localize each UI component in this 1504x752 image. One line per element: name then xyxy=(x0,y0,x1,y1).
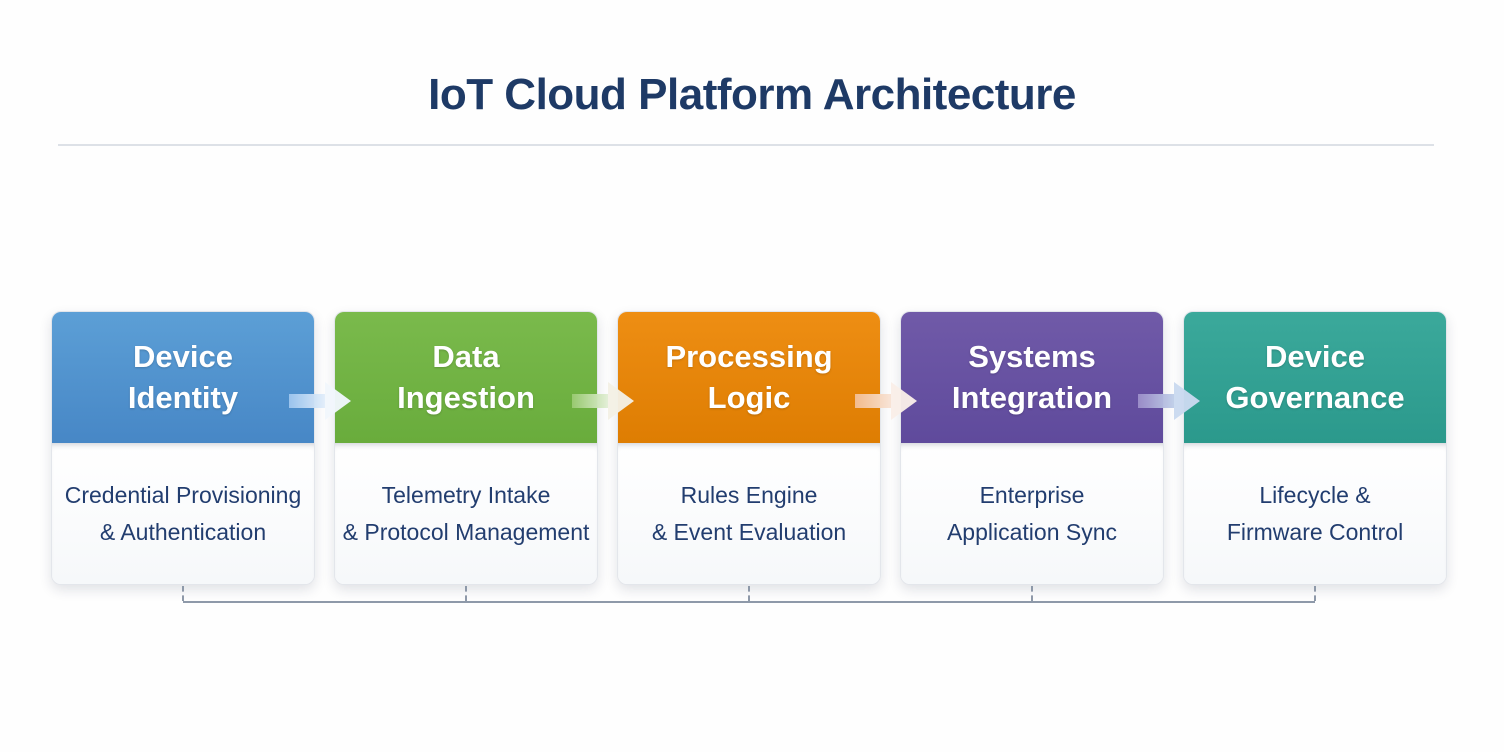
flow-arrow-icon xyxy=(572,382,634,420)
arrow-head xyxy=(1174,382,1200,420)
card-body-processing-logic: Rules Engine & Event Evaluation xyxy=(618,443,880,584)
card-device-identity: Device Identity Credential Provisioning … xyxy=(51,311,315,585)
card-data-ingestion: Data Ingestion Telemetry Intake & Protoc… xyxy=(334,311,598,585)
connector-tick xyxy=(465,586,467,601)
flow-arrow-icon xyxy=(855,382,917,420)
card-header-device-governance: Device Governance xyxy=(1184,312,1446,443)
title-divider xyxy=(58,144,1434,146)
arrow-head xyxy=(608,382,634,420)
flow-arrow-icon xyxy=(1138,382,1200,420)
card-processing-logic: Processing Logic Rules Engine & Event Ev… xyxy=(617,311,881,585)
arrow-head xyxy=(891,382,917,420)
arrow-shaft xyxy=(1138,394,1174,408)
card-header-processing-logic: Processing Logic xyxy=(618,312,880,443)
card-body-device-governance: Lifecycle & Firmware Control xyxy=(1184,443,1446,584)
card-header-systems-integration: Systems Integration xyxy=(901,312,1163,443)
arrow-head xyxy=(325,382,351,420)
card-header-data-ingestion: Data Ingestion xyxy=(335,312,597,443)
card-body-device-identity: Credential Provisioning & Authentication xyxy=(52,443,314,584)
card-device-governance: Device Governance Lifecycle & Firmware C… xyxy=(1183,311,1447,585)
connector-tick xyxy=(1031,586,1033,601)
page-title: IoT Cloud Platform Architecture xyxy=(428,70,1076,119)
arrow-shaft xyxy=(572,394,608,408)
card-systems-integration: Systems Integration Enterprise Applicati… xyxy=(900,311,1164,585)
card-body-data-ingestion: Telemetry Intake & Protocol Management xyxy=(335,443,597,584)
connector-tick xyxy=(182,586,184,601)
flow-arrow-icon xyxy=(289,382,351,420)
pipeline-stages: Device Identity Credential Provisioning … xyxy=(51,311,1447,585)
card-header-device-identity: Device Identity xyxy=(52,312,314,443)
connector-tick xyxy=(1314,586,1316,601)
connector-tick xyxy=(748,586,750,601)
bottom-connector-line xyxy=(183,601,1315,603)
card-body-systems-integration: Enterprise Application Sync xyxy=(901,443,1163,584)
arrow-shaft xyxy=(289,394,325,408)
arrow-shaft xyxy=(855,394,891,408)
